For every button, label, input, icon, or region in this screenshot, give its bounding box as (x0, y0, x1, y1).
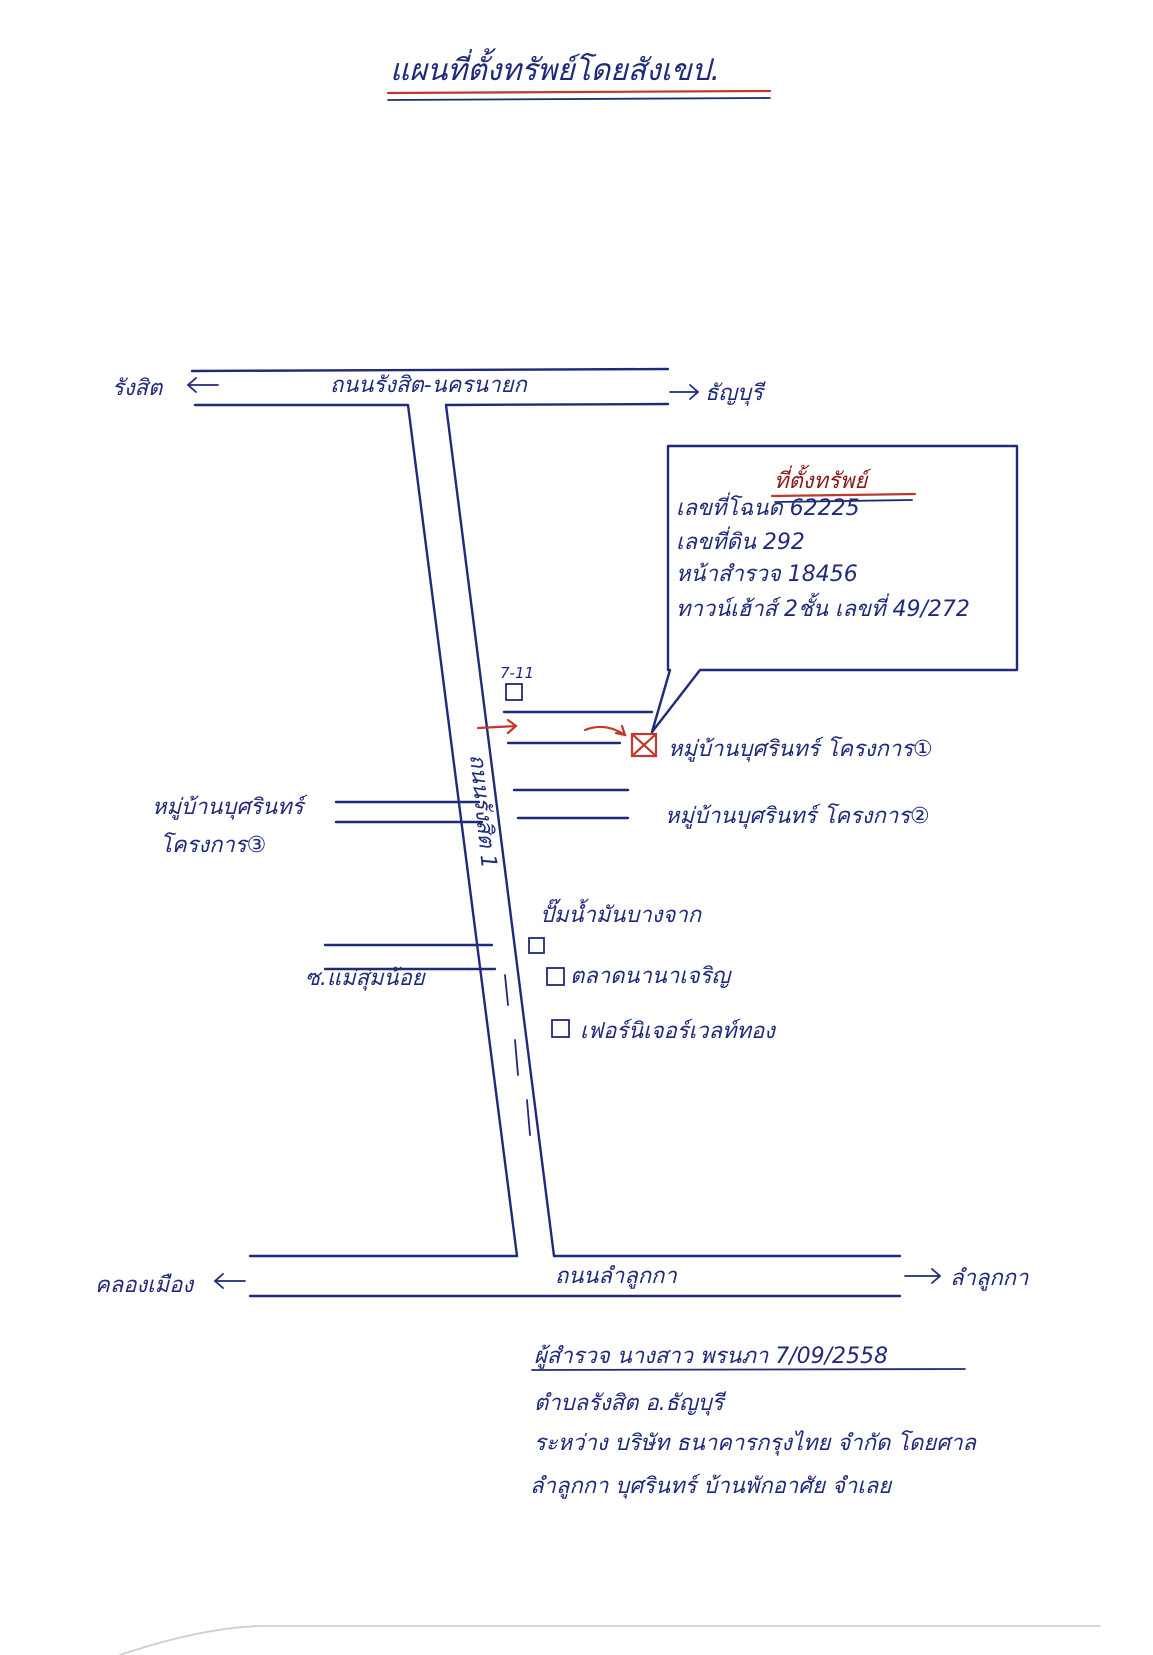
soi-project-2 (512, 788, 630, 820)
signature-underline (531, 1368, 966, 1371)
top-left-direction-label: รังสิต (112, 376, 164, 401)
furniture-label: เฟอร์นิเจอร์เวลท์ทอง (580, 1018, 777, 1044)
seven-eleven-label: 7-11 (500, 664, 534, 682)
market-marker-icon (546, 967, 565, 986)
top-right-direction-label: ธัญบุรี (705, 381, 766, 406)
property-heading-underline (770, 492, 917, 498)
property-soi (502, 710, 654, 745)
project-3-label-line2: โครงการ③ (160, 832, 266, 858)
furniture-marker-icon (551, 1019, 570, 1038)
project-1-label: หมู่บ้านบุศรินทร์ โครงการ① (668, 736, 933, 762)
title-underline-1 (386, 89, 772, 95)
signature-line-1: ผู้สำรวจ นางสาว พรนภา 7/09/2558 (534, 1344, 888, 1369)
property-line-1: เลขที่โฉนด 62225 (676, 492, 860, 521)
project-2-label: หมู่บ้านบุศรินทร์ โครงการ② (665, 803, 930, 829)
top-left-arrow-icon (186, 377, 219, 393)
bottom-right-arrow-icon (904, 1268, 942, 1284)
route-arrow-icon-1 (476, 718, 518, 735)
property-info-callout (650, 444, 1019, 734)
top-road-label: ถนนรังสิต-นครนายก (330, 373, 528, 398)
property-heading-underline-2 (774, 499, 913, 503)
page-bottom-edge (119, 1625, 1101, 1655)
bottom-road (248, 1254, 902, 1298)
signature-line-3: ระหว่าง บริษัท ธนาคารกรุงไทย จำกัด โดยศา… (534, 1430, 978, 1456)
property-box-heading: ที่ตั้งทรัพย์ (774, 464, 872, 494)
signature-line-2: ตำบลรังสิต อ.ธัญบุรี (534, 1391, 727, 1416)
market-label: ตลาดนานาเจริญ (570, 964, 732, 989)
route-arrow-icon-2 (583, 724, 627, 737)
soi-project-3 (334, 800, 484, 824)
top-road (190, 367, 670, 407)
gas-station-marker-icon (528, 937, 545, 954)
bottom-road-label: ถนนลำลูกกา (555, 1264, 677, 1289)
property-line-3: หน้าสำรวจ 18456 (676, 562, 858, 587)
signature-line-4: ลำลูกกา บุศรินทร์ บ้านพักอาศัย จำเลย (530, 1473, 893, 1499)
gas-station-label: ปั๊มน้ำมันบางจาก (540, 898, 703, 928)
soi-mae-sum-noi-label: ซ.แม่สุ่มน้อย (305, 966, 427, 991)
property-line-2: เลขที่ดิน 292 (676, 526, 805, 555)
property-marker-icon (630, 732, 658, 758)
map-title: แผนที่ตั้งทรัพย์โดยสังเขป. (390, 48, 720, 88)
top-right-arrow-icon (669, 384, 700, 400)
bottom-left-arrow-icon (213, 1273, 246, 1289)
soi-mae-sum-noi (323, 943, 497, 971)
bottom-left-direction-label: คลองเมือง (95, 1273, 195, 1298)
property-line-4: ทาวน์เฮ้าส์ 2ชั้น เลขที่ 49/272 (676, 592, 970, 622)
bottom-right-direction-label: ลำลูกกา (950, 1266, 1029, 1291)
seven-eleven-marker-icon (505, 683, 523, 701)
vertical-road (406, 403, 556, 1258)
vertical-road-label: ถนนรังสิต 1 (464, 753, 501, 870)
title-underline-2 (387, 97, 771, 101)
project-3-label-line1: หมู่บ้านบุศรินทร์ (152, 794, 308, 820)
